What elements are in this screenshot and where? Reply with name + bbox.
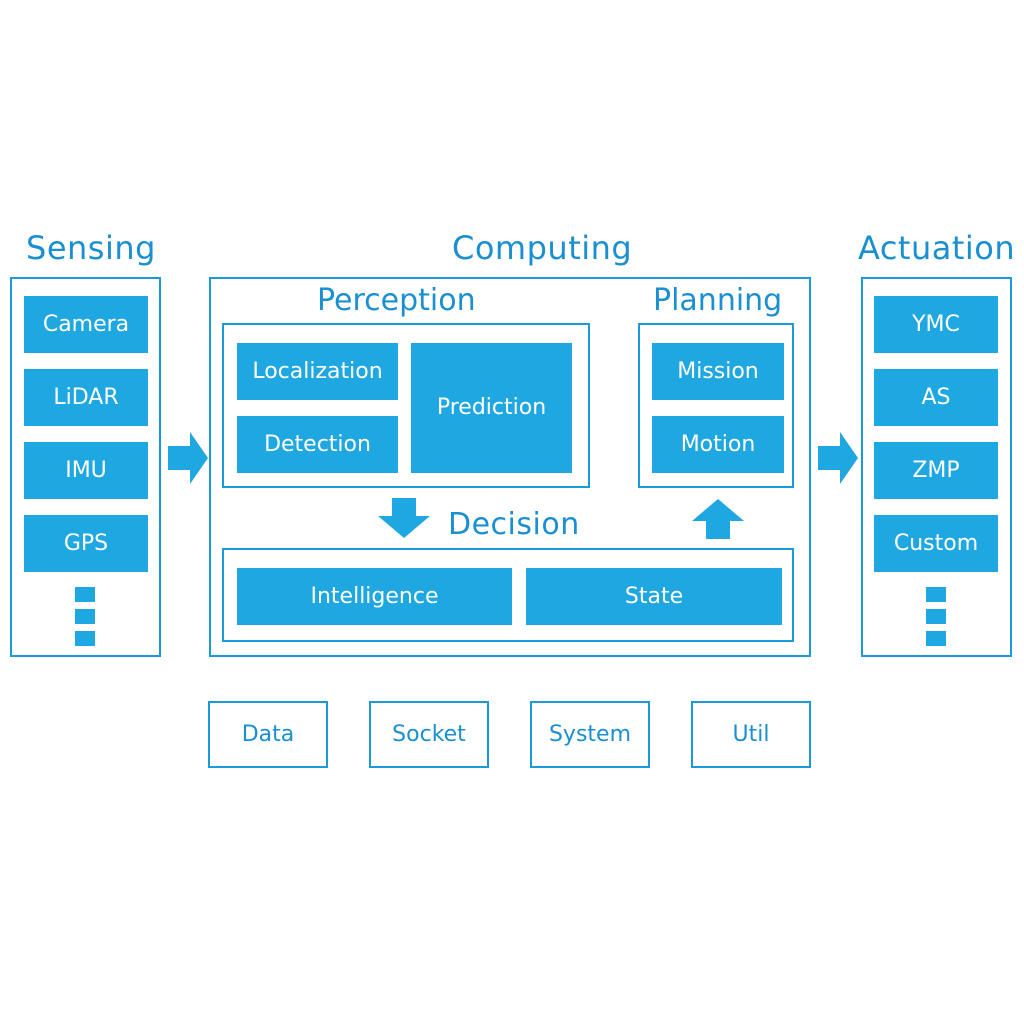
- state-block: State: [526, 568, 782, 625]
- right-arrow-icon: [818, 432, 858, 484]
- utility-util: Util: [691, 701, 811, 768]
- detection-block: Detection: [237, 416, 398, 473]
- sensing-item-lidar: LiDAR: [24, 369, 148, 426]
- actuation-item-custom: Custom: [874, 515, 998, 572]
- sensing-item-imu: IMU: [24, 442, 148, 499]
- planning-title: Planning: [649, 286, 787, 316]
- actuation-more-dot: [926, 609, 946, 624]
- sensing-more-dot: [75, 609, 95, 624]
- sensing-item-camera: Camera: [24, 296, 148, 353]
- prediction-block: Prediction: [411, 343, 572, 473]
- actuation-more-dot: [926, 587, 946, 602]
- actuation-item-ymc: YMC: [874, 296, 998, 353]
- localization-block: Localization: [237, 343, 398, 400]
- utility-socket: Socket: [369, 701, 489, 768]
- actuation-item-as: AS: [874, 369, 998, 426]
- actuation-more-dot: [926, 631, 946, 646]
- sensing-frame: [10, 277, 161, 657]
- sensing-more-dot: [75, 587, 95, 602]
- sensing-title: Sensing: [26, 229, 156, 267]
- actuation-title: Actuation: [858, 229, 1016, 267]
- down-arrow-icon: [378, 498, 430, 538]
- right-arrow-icon: [168, 432, 208, 484]
- actuation-frame: [861, 277, 1012, 657]
- sensing-item-gps: GPS: [24, 515, 148, 572]
- mission-block: Mission: [652, 343, 784, 400]
- utility-data: Data: [208, 701, 328, 768]
- perception-title: Perception: [313, 286, 480, 316]
- intelligence-block: Intelligence: [237, 568, 512, 625]
- computing-title: Computing: [452, 229, 633, 267]
- computing-frame: [209, 277, 811, 657]
- decision-title: Decision: [448, 507, 580, 542]
- up-arrow-icon: [692, 499, 744, 539]
- utility-system: System: [530, 701, 650, 768]
- motion-block: Motion: [652, 416, 784, 473]
- actuation-item-zmp: ZMP: [874, 442, 998, 499]
- sensing-more-dot: [75, 631, 95, 646]
- decision-frame: [222, 548, 794, 642]
- planning-frame: [638, 323, 794, 488]
- perception-frame: [222, 323, 590, 488]
